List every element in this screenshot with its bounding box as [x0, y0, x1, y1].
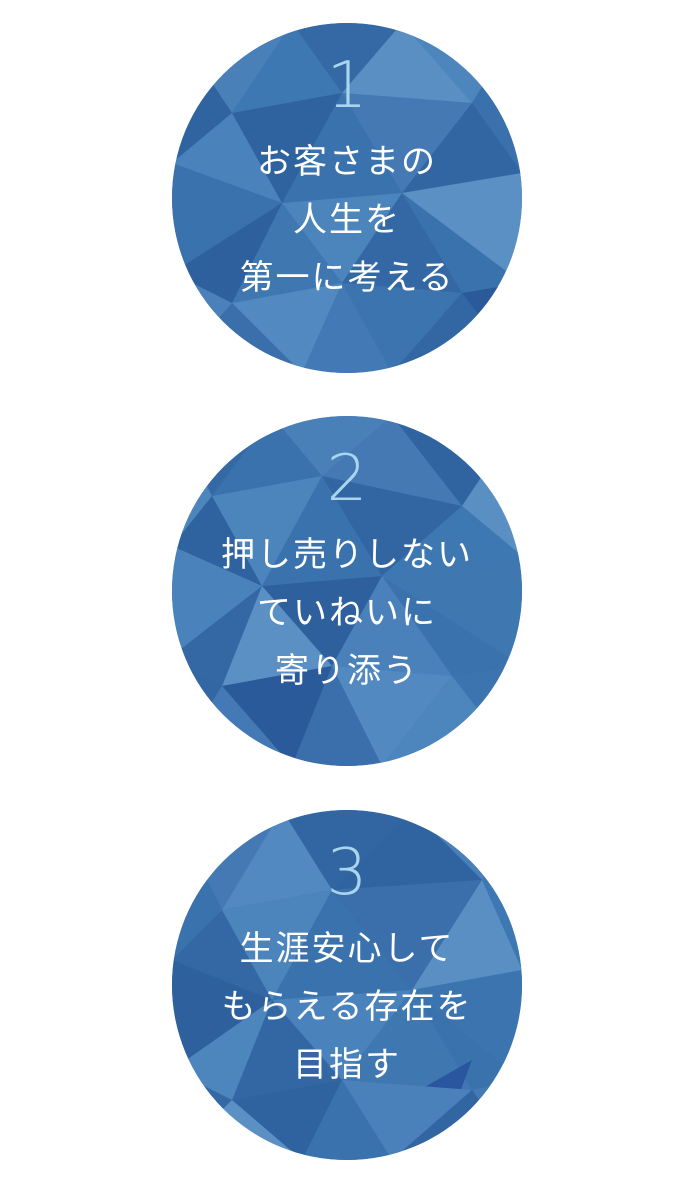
principle-line: 寄り添う: [275, 651, 419, 691]
principle-line: お客さまの: [257, 142, 437, 182]
principle-line: 第一に考える: [239, 258, 455, 298]
principle-circle-2: 2 押し売りしない ていねいに 寄り添う: [172, 416, 522, 766]
principle-circle-1: 1 お客さまの 人生を 第一に考える: [172, 23, 522, 373]
principle-line: ていねいに: [257, 593, 437, 633]
principle-number: 1: [326, 49, 368, 123]
principle-line: 人生を: [293, 200, 401, 240]
principle-line: もらえる存在を: [221, 987, 473, 1027]
principle-line: 押し売りしない: [221, 535, 473, 575]
principle-line: 生涯安心して: [239, 929, 455, 969]
polygon-pattern: [172, 416, 522, 766]
principle-number: 2: [326, 442, 368, 516]
principle-text: 押し売りしない ていねいに 寄り添う: [172, 526, 522, 700]
principle-line: 目指す: [293, 1045, 401, 1085]
principle-text: お客さまの 人生を 第一に考える: [172, 133, 522, 307]
principle-number: 3: [326, 836, 368, 910]
polygon-pattern: [172, 23, 522, 373]
principle-text: 生涯安心して もらえる存在を 目指す: [172, 920, 522, 1094]
principle-circle-3: 3 生涯安心して もらえる存在を 目指す: [172, 810, 522, 1160]
polygon-pattern: [172, 810, 522, 1160]
